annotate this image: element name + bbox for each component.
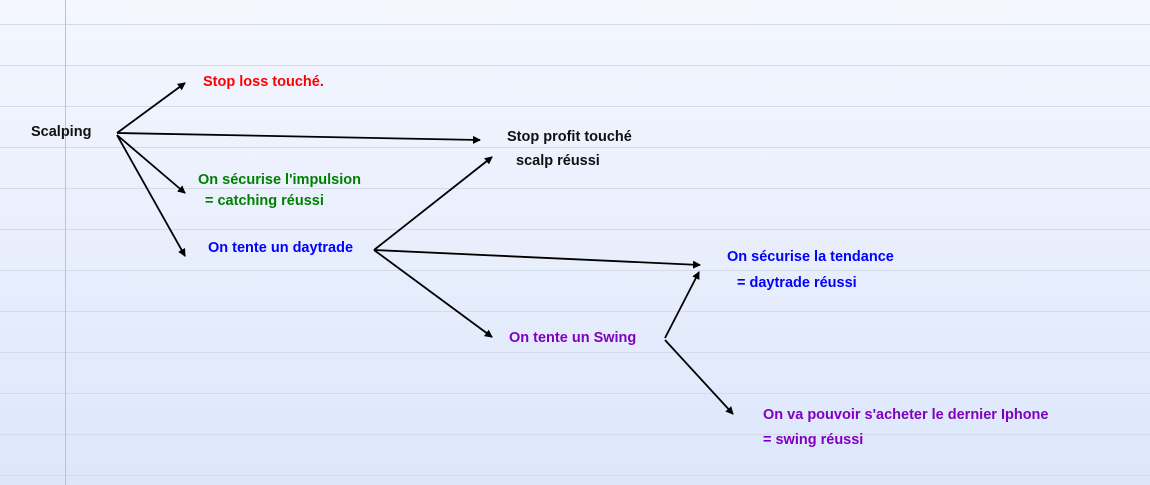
- arrow-daytrade-to-tendance: [373, 249, 701, 269]
- node-iphone-line1: On va pouvoir s'acheter le dernier Iphon…: [763, 407, 1049, 423]
- rule-line: [0, 65, 1150, 66]
- node-scalping: Scalping: [31, 124, 92, 140]
- rule-line: [0, 311, 1150, 312]
- node-stop-loss: Stop loss touché.: [203, 74, 324, 90]
- arrow-daytrade-to-swing: [373, 249, 493, 338]
- rule-line: [0, 475, 1150, 476]
- arrow-swing-to-iphone: [664, 339, 734, 415]
- arrow-scalping-to-stop-loss: [116, 82, 186, 134]
- node-stop-profit-line1: Stop profit touché: [507, 129, 632, 145]
- rule-line: [0, 147, 1150, 148]
- node-impulsion-line1: On sécurise l'impulsion: [198, 172, 361, 188]
- node-iphone-line2: = swing réussi: [763, 432, 864, 448]
- arrow-daytrade-to-stop-profit: [373, 156, 493, 251]
- rule-line: [0, 106, 1150, 107]
- rule-line: [0, 270, 1150, 271]
- rule-line: [0, 24, 1150, 25]
- node-stop-profit-line2: scalp réussi: [516, 153, 600, 169]
- rule-line: [0, 229, 1150, 230]
- arrow-swing-to-tendance: [664, 271, 700, 339]
- rule-line: [0, 393, 1150, 394]
- arrow-scalping-to-stop-profit: [116, 132, 481, 144]
- rule-line: [0, 434, 1150, 435]
- arrow-scalping-to-impulsion: [116, 134, 186, 194]
- node-impulsion-line2: = catching réussi: [205, 193, 324, 209]
- node-daytrade: On tente un daytrade: [208, 240, 354, 256]
- rule-line: [0, 188, 1150, 189]
- node-tendance-line1: On sécurise la tendance: [727, 249, 894, 265]
- margin-line: [65, 0, 66, 485]
- arrow-scalping-to-daytrade: [116, 134, 186, 257]
- node-swing: On tente un Swing: [509, 330, 637, 346]
- node-tendance-line2: = daytrade réussi: [737, 275, 857, 291]
- rule-line: [0, 352, 1150, 353]
